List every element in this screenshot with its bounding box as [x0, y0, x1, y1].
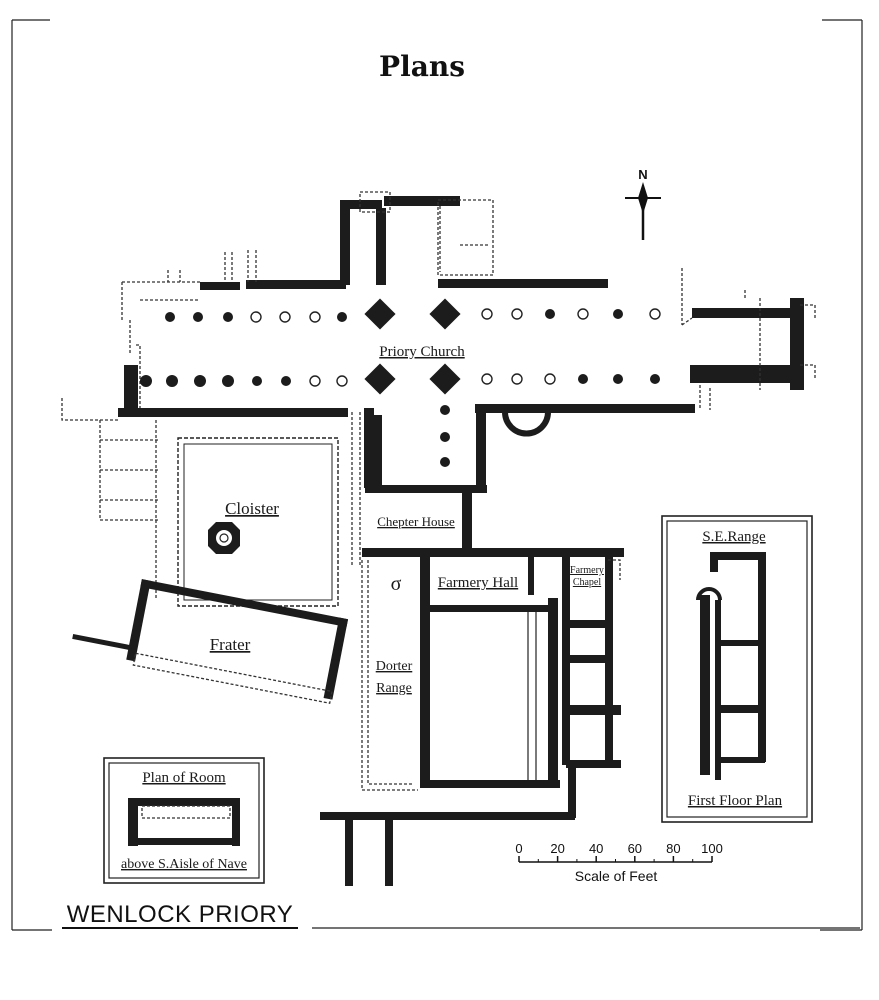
page-border: [11, 19, 863, 931]
label-frater: Frater: [210, 635, 251, 654]
label-dorter-line2: Range: [376, 681, 412, 696]
label-farmery-hall: Farmery Hall: [438, 575, 518, 591]
scale-tick-label: 40: [589, 841, 603, 856]
label-farmery-chapel-line1: Farmery: [570, 565, 604, 576]
scale-tick-label: 0: [515, 841, 522, 856]
site-name: WENLOCK PRIORY: [67, 901, 294, 928]
se-range-caption: First Floor Plan: [688, 793, 783, 809]
nave-north-arcade: [165, 308, 661, 323]
se-range-title: S.E.Range: [702, 529, 766, 545]
scale-tick-label: 60: [628, 841, 642, 856]
farmery: Farmery Hall Farmery Chapel: [320, 555, 621, 886]
page-title: Plans: [379, 50, 465, 83]
scale-label: Scale of Feet: [575, 868, 658, 884]
label-dorter-line1: Dorter: [376, 659, 413, 674]
north-arrow-icon: N: [625, 167, 661, 240]
scale-tick-label: 100: [701, 841, 723, 856]
chapter-house: Chepter House: [362, 485, 624, 557]
priory-church: Priory Church: [118, 191, 816, 488]
room-above-caption: above S.Aisle of Nave: [121, 857, 247, 872]
scale-tick-label: 20: [550, 841, 564, 856]
room-above-title: Plan of Room: [142, 770, 226, 786]
label-priory-church: Priory Church: [379, 344, 465, 360]
label-farmery-chapel-line2: Chapel: [573, 577, 602, 588]
nave-south-arcade: [140, 373, 660, 387]
cloister: Cloister: [61, 398, 374, 607]
stair-mark: σ: [391, 573, 402, 595]
scale-bar: 0 20 40 60 80 100 Scale of Feet: [515, 841, 722, 884]
dorter-range: Dorter Range σ: [361, 560, 418, 791]
scale-tick-label: 80: [666, 841, 680, 856]
inset-room-above-aisle: Plan of Room above S.Aisle of Nave: [103, 757, 265, 884]
north-label: N: [638, 167, 647, 182]
inset-se-range: S.E.Range First Floor Plan: [661, 515, 813, 823]
label-cloister: Cloister: [225, 499, 279, 518]
frater: Frater: [72, 579, 349, 704]
label-chapter-house: Chepter House: [377, 514, 455, 529]
